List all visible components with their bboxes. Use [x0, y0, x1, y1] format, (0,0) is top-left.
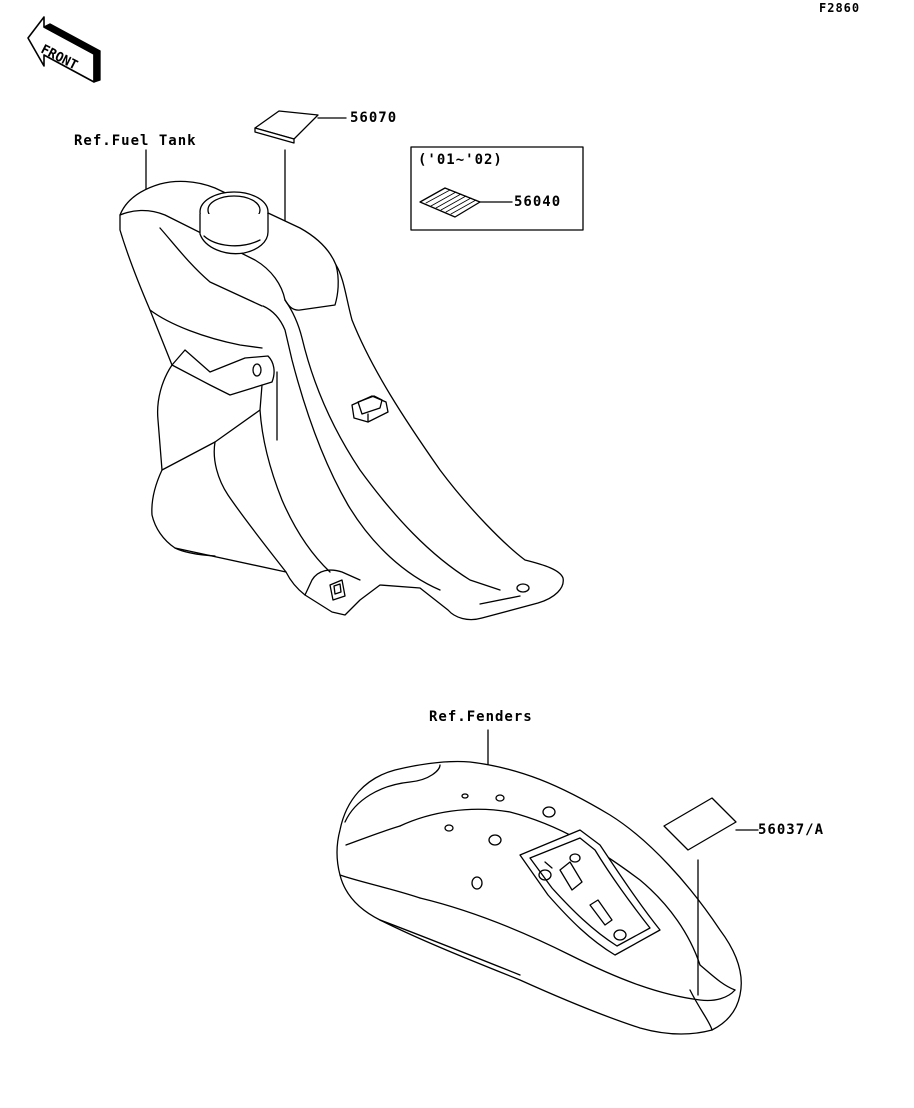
part-number-56040: 56040 [514, 194, 562, 210]
fuel-tank-drawing [119, 149, 564, 621]
part-number-56070: 56070 [350, 110, 398, 126]
part-number-56037a: 56037/A [758, 822, 825, 838]
inset-box [410, 146, 584, 231]
rear-fender-drawing [336, 729, 759, 1035]
inset-years-label: ('01~'02) [418, 152, 503, 168]
figure-id: F2860 [819, 1, 861, 15]
ref-fuel-tank-label: Ref.Fuel Tank [74, 133, 197, 149]
front-arrow-icon: FRONT [27, 16, 101, 83]
ref-fenders-label: Ref.Fenders [429, 709, 533, 725]
sticker-56070 [254, 110, 347, 273]
